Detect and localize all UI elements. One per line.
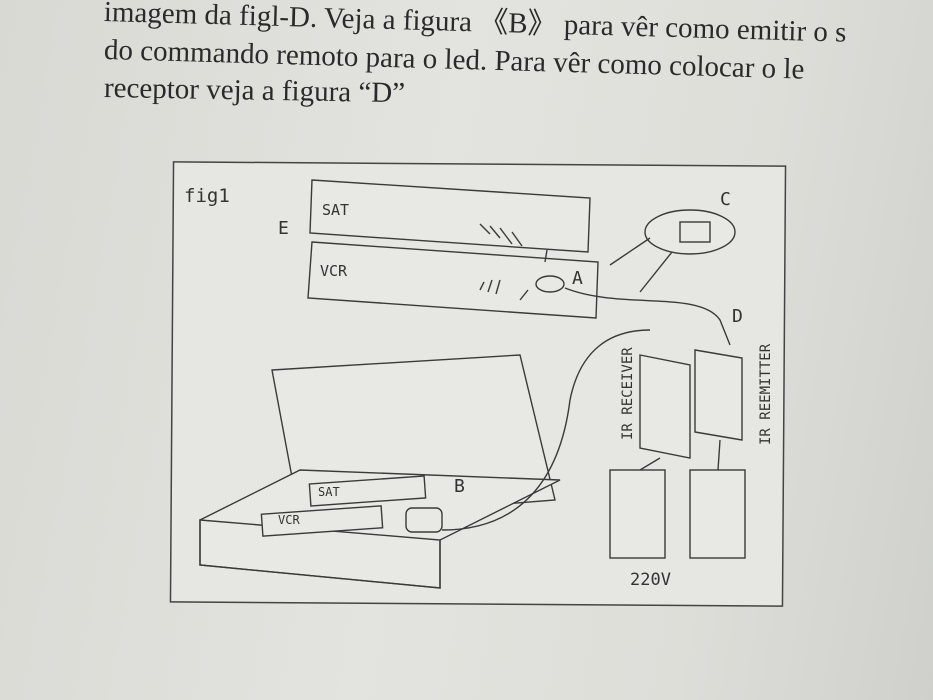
- ir-receiver-unit: [639, 354, 691, 459]
- voltage-label: 220V: [630, 570, 671, 590]
- sat-device: [309, 179, 591, 253]
- remote-sat: [308, 475, 427, 507]
- cable-a-d: [564, 287, 731, 346]
- cable-b-receiver: [441, 329, 651, 531]
- label-a: A: [572, 268, 583, 289]
- ir-reemitter-unit: [694, 349, 743, 441]
- label-d: D: [732, 306, 743, 327]
- sat-device-label: SAT: [322, 201, 349, 219]
- power-cables: [639, 439, 721, 471]
- arrows: [519, 249, 548, 301]
- callout-arrows: [609, 237, 673, 293]
- label-b: B: [454, 476, 465, 497]
- label-e: E: [278, 218, 289, 239]
- led-detail: [679, 221, 711, 243]
- ir-reemitter-label: IR REEMITTER: [758, 343, 774, 445]
- remote-sat-label: SAT: [318, 485, 340, 499]
- callout-c: [644, 209, 736, 255]
- remote-vcr: [260, 505, 384, 537]
- power-socket-2: [689, 469, 746, 559]
- vcr-device: [307, 241, 599, 319]
- ir-receiver-label: IR RECEIVER: [620, 347, 636, 440]
- figure-title: fig1: [184, 185, 230, 207]
- ir-led-a: [535, 275, 565, 293]
- ir-signal-lines: [479, 223, 523, 295]
- label-c: C: [720, 189, 731, 210]
- box-front: [199, 519, 441, 589]
- vcr-device-label: VCR: [320, 262, 348, 280]
- receiver-in-box: [405, 507, 443, 533]
- power-socket-1: [609, 469, 666, 559]
- remote-vcr-label: VCR: [278, 513, 300, 527]
